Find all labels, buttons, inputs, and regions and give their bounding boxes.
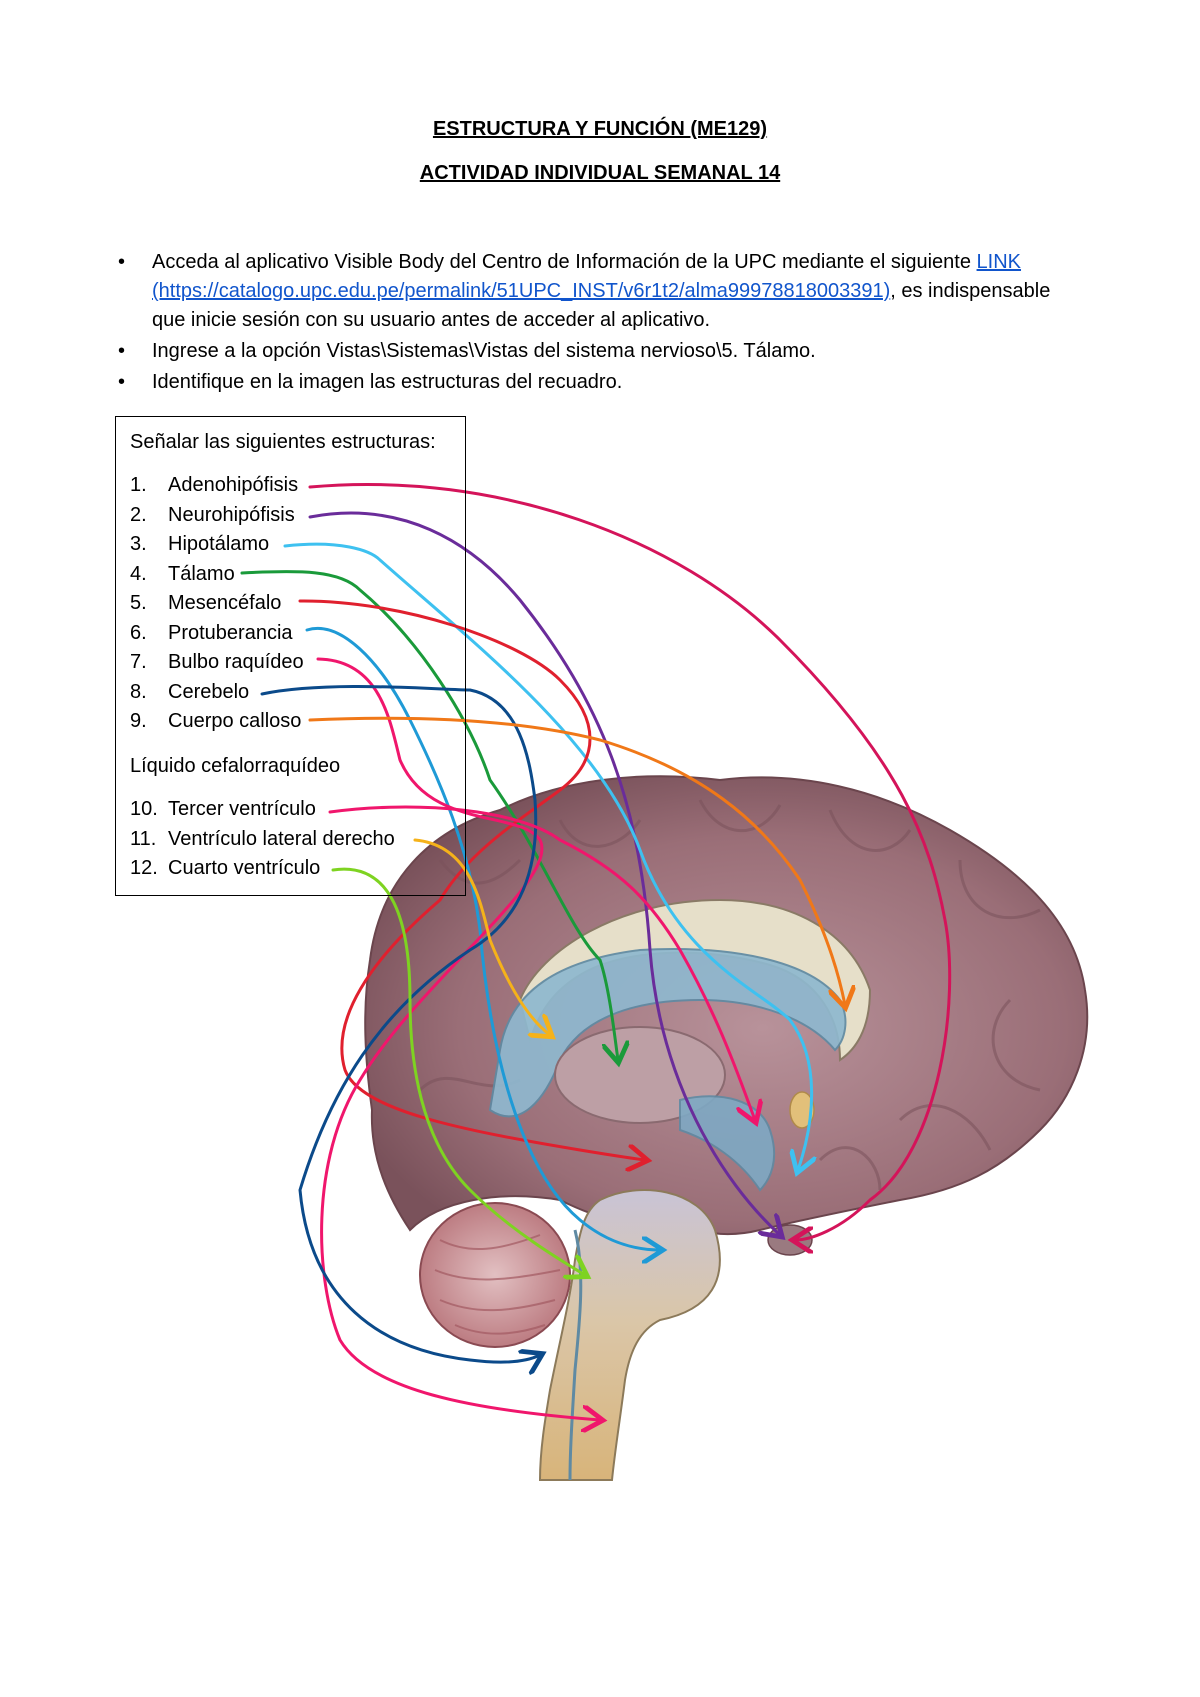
document-subtitle: ACTIVIDAD INDIVIDUAL SEMANAL 14 (419, 162, 781, 184)
list-item: 3.Hipotálamo (130, 533, 270, 555)
arrow-adenohipofisis (308, 483, 952, 1240)
arrow-tercer-ventriculo (328, 805, 755, 1120)
box-title: Señalar las siguientes estructuras: (130, 431, 436, 453)
list-item: 6.Protuberancia (130, 621, 293, 644)
arrow-ventriculo-lateral (413, 838, 550, 1035)
instruction-item-2: Ingrese a la opción Vistas\Sistemas\Vist… (110, 337, 1070, 366)
list-item: 1.Adenohipófisis (130, 474, 299, 496)
structures-list: 1.Adenohipófisis 2.Neurohipófisis 3.Hipo… (130, 471, 304, 737)
list-item: 7.Bulbo raquídeo (130, 651, 304, 673)
arrow-cuarto-ventriculo (331, 867, 585, 1275)
instruction-text: , es indispensable que inicie sesión con… (152, 280, 1051, 331)
link[interactable]: LINK (976, 251, 1022, 273)
instruction-item-3: Identifique en la imagen las estructuras… (110, 368, 1070, 397)
fluid-subheading: Líquido cefalorraquídeo (130, 755, 341, 777)
arrow-talamo (240, 570, 618, 1060)
arrow-protuberancia (305, 627, 660, 1250)
fluid-list: 10.Tercer ventrículo 11.Ventrículo later… (130, 795, 395, 884)
list-item: 9.Cuerpo calloso (130, 710, 302, 732)
cerebrum (364, 775, 1089, 1236)
catalog-url-link[interactable]: (https://catalogo.upc.edu.pe/permalink/5… (152, 280, 891, 302)
list-item: 12.Cuarto ventrículo (130, 857, 321, 879)
list-item: 2.Neurohipófisis (130, 503, 295, 526)
arrow-cerebelo (260, 685, 540, 1363)
structures-box: Señalar las siguientes estructuras: 1.Ad… (115, 416, 466, 896)
document-title: ESTRUCTURA Y FUNCIÓN (ME129) (432, 118, 768, 140)
arrow-bulbo (316, 657, 600, 1420)
brainstem (538, 1189, 721, 1481)
cerebellum (419, 1202, 571, 1348)
list-item: 8.Cerebelo (130, 680, 250, 703)
instruction-item-1: Acceda al aplicativo Visible Body del Ce… (110, 248, 1070, 335)
instruction-list: Acceda al aplicativo Visible Body del Ce… (110, 248, 1070, 399)
arrow-cuerpo-calloso (308, 716, 845, 1005)
list-item: 10.Tercer ventrículo (130, 798, 316, 820)
arrow-mesencefalo (298, 599, 645, 1160)
arrow-hipotalamo (283, 542, 812, 1170)
pineal (789, 1091, 815, 1129)
arrow-neurohipofisis (308, 511, 780, 1235)
list-item: 5.Mesencéfalo (130, 592, 282, 614)
list-item: 4.Tálamo (130, 562, 235, 585)
list-item: 11.Ventrículo lateral derecho (130, 827, 395, 850)
instruction-text: Acceda al aplicativo Visible Body del Ce… (152, 251, 977, 273)
